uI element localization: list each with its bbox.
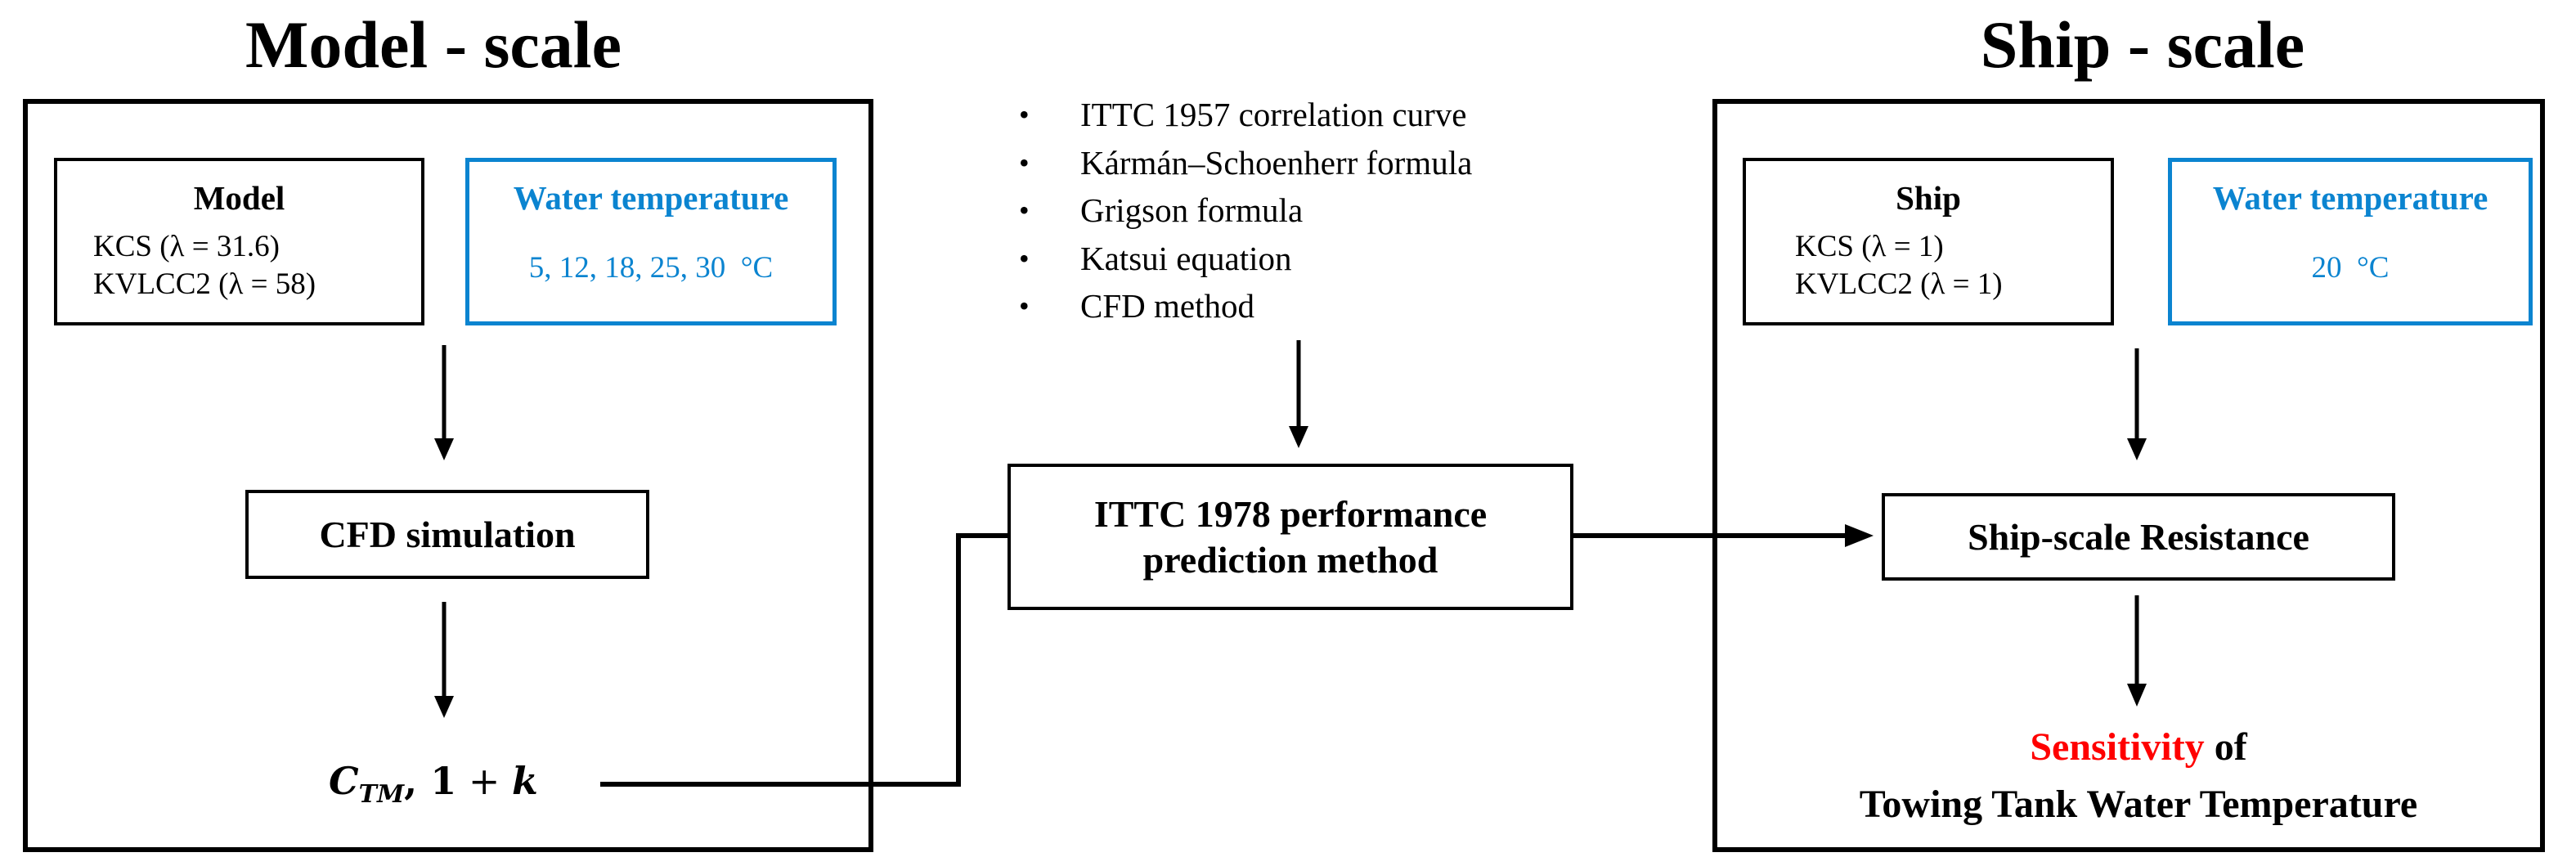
ittc-box-line2: prediction method: [1142, 538, 1438, 581]
sensitivity-highlight: Sensitivity: [2030, 725, 2205, 769]
ship-scale-title: Ship - scale: [1980, 7, 2305, 82]
formula-plus: +: [456, 759, 513, 803]
formula-k: k: [512, 759, 538, 803]
ittc-box-line1: ITTC 1978 performance: [1093, 493, 1488, 536]
formula-subscript: TM: [358, 780, 405, 810]
model-scale-title: Model - scale: [245, 7, 622, 82]
sensitivity-of: of: [2204, 725, 2247, 769]
correlation-method-list: ITTC 1957 correlation curve Kármán–Schoe…: [1019, 91, 1472, 330]
cfd-simulation-box: CFD simulation: [245, 490, 649, 579]
model-output-formula: CTM, 1 + k: [329, 759, 538, 809]
ship-line-kvlcc2: KVLCC2 (λ = 1): [1795, 267, 2003, 302]
water-temperature-values: 5, 12, 18, 25, 30 °C: [528, 250, 774, 285]
arrow-right-icon: [1573, 524, 1874, 547]
ship-scale-resistance-label: Ship-scale Resistance: [1968, 515, 2309, 558]
ship-scale-resistance-box: Ship-scale Resistance: [1882, 493, 2395, 581]
arrow-down-icon: [434, 602, 454, 718]
model-line-kcs: KCS (λ = 31.6): [93, 229, 280, 263]
model-scale-panel: [23, 99, 873, 852]
water-temperature-heading: Water temperature: [513, 178, 789, 217]
ship-box-heading: Ship: [1896, 178, 1961, 217]
model-line-kvlcc2: KVLCC2 (λ = 58): [93, 267, 316, 302]
formula-one: 1: [430, 759, 457, 803]
list-item: CFD method: [1019, 282, 1472, 330]
sensitivity-result: Sensitivity of Towing Tank Water Tempera…: [1758, 724, 2519, 828]
list-item: Katsui equation: [1019, 235, 1472, 283]
ship-line-kcs: KCS (λ = 1): [1795, 229, 1944, 263]
arrow-down-icon: [434, 345, 454, 460]
formula-c: C: [329, 759, 359, 803]
ship-info-box: Ship KCS (λ = 1) KVLCC2 (λ = 1): [1743, 158, 2114, 325]
list-item: Grigson formula: [1019, 186, 1472, 235]
water-temperature-heading: Water temperature: [2212, 178, 2488, 217]
cfd-simulation-label: CFD simulation: [319, 513, 576, 555]
model-water-temperature-box: Water temperature 5, 12, 18, 25, 30 °C: [465, 158, 837, 325]
ship-scale-panel: [1712, 99, 2545, 852]
connector-line: [600, 533, 1008, 787]
arrow-down-icon: [2127, 348, 2147, 460]
formula-separator: ,: [404, 759, 431, 803]
list-item: ITTC 1957 correlation curve: [1019, 91, 1472, 139]
arrow-down-icon: [2127, 595, 2147, 707]
water-temperature-value: 20 °C: [2311, 250, 2390, 285]
sensitivity-subject: Towing Tank Water Temperature: [1859, 782, 2418, 826]
model-box-heading: Model: [193, 178, 285, 217]
list-item: Kármán–Schoenherr formula: [1019, 139, 1472, 187]
model-info-box: Model KCS (λ = 31.6) KVLCC2 (λ = 58): [54, 158, 424, 325]
ship-water-temperature-box: Water temperature 20 °C: [2168, 158, 2533, 325]
ittc-1978-method-box: ITTC 1978 performance prediction method: [1008, 464, 1573, 610]
arrow-down-icon: [1289, 340, 1308, 448]
